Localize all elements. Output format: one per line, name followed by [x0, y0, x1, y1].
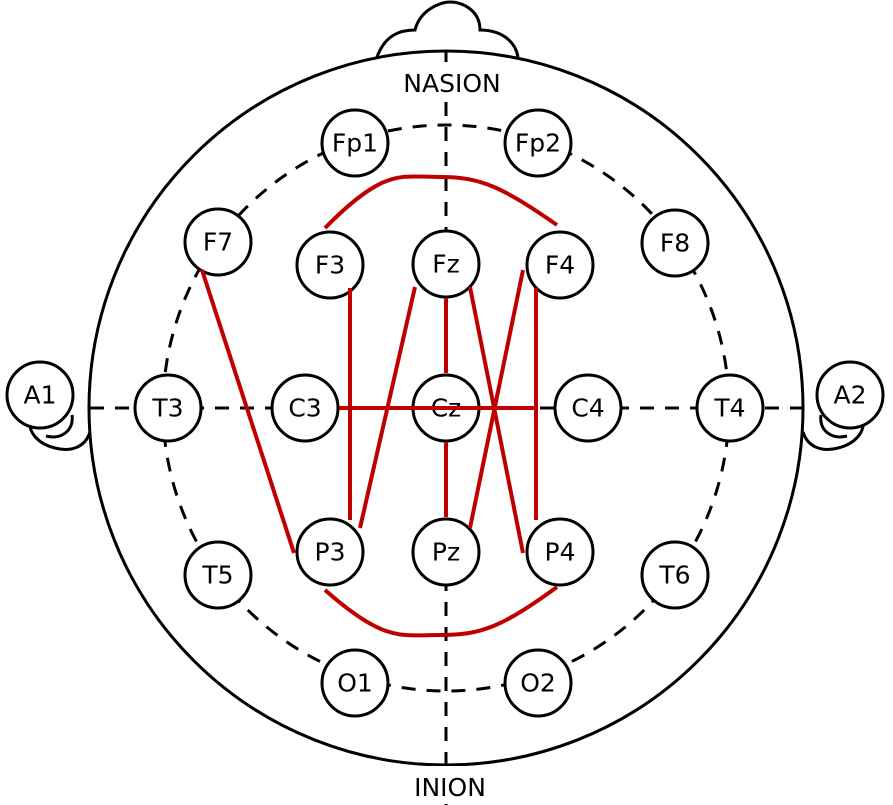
nasion-label: NASION — [403, 69, 500, 98]
electrode-circle — [270, 373, 340, 443]
electrode-circle — [320, 108, 390, 178]
electrode-label: F8 — [660, 229, 690, 258]
electrode-circle — [815, 360, 885, 430]
electrode-f8: F8 — [640, 208, 710, 278]
electrode-circle — [183, 540, 253, 610]
electrode-label: T4 — [713, 394, 745, 423]
electrode-o2: O2 — [503, 648, 573, 718]
electrode-label: F7 — [203, 228, 233, 257]
electrode-circle — [411, 229, 481, 299]
electrode-circle — [133, 373, 203, 443]
electrode-label: O2 — [520, 669, 556, 698]
electrode-circle — [640, 540, 710, 610]
electrode-label: Fp2 — [515, 129, 561, 158]
electrode-circle — [553, 373, 623, 443]
electrode-f3: F3 — [295, 230, 365, 300]
electrode-fz: Fz — [411, 229, 481, 299]
electrode-label: Fp1 — [332, 129, 378, 158]
electrode-circle — [503, 108, 573, 178]
electrode-label: T6 — [658, 561, 690, 590]
electrode-circle — [695, 373, 765, 443]
electrode-circle — [640, 208, 710, 278]
electrode-circle — [503, 648, 573, 718]
electrode-label: T3 — [151, 394, 183, 423]
connection-f7-p3 — [200, 269, 296, 554]
electrode-circle — [5, 360, 75, 430]
electrode-label: A1 — [23, 381, 56, 410]
electrode-f4: F4 — [525, 230, 595, 300]
electrode-circle — [320, 648, 390, 718]
inion-label: INION — [414, 773, 486, 802]
electrode-circle — [295, 517, 365, 587]
electrode-label: F3 — [315, 251, 345, 280]
electrode-f7: F7 — [183, 207, 253, 277]
electrode-circle — [295, 230, 365, 300]
electrode-c4: C4 — [553, 373, 623, 443]
nose-shape — [375, 0, 520, 58]
electrode-label: O1 — [337, 669, 373, 698]
electrode-label: P3 — [315, 538, 346, 567]
electrode-o1: O1 — [320, 648, 390, 718]
connection-p3-p4 — [323, 585, 559, 638]
electrode-t3: T3 — [133, 373, 203, 443]
electrode-label: Pz — [432, 538, 460, 567]
electrode-label: C3 — [288, 394, 321, 423]
connection-fz-p4 — [468, 286, 525, 554]
electrode-a2: A2 — [815, 360, 885, 430]
connection-f3-f4 — [323, 174, 559, 230]
electrode-p3: P3 — [295, 517, 365, 587]
electrode-label: A2 — [833, 381, 866, 410]
left-ear — [28, 414, 92, 451]
electrode-fp1: Fp1 — [320, 108, 390, 178]
electrode-t5: T5 — [183, 540, 253, 610]
electrode-circle — [525, 230, 595, 300]
electrode-a1: A1 — [5, 360, 75, 430]
electrode-t6: T6 — [640, 540, 710, 610]
electrode-circle — [183, 207, 253, 277]
electrode-circle — [525, 517, 595, 587]
electrode-pz: Pz — [411, 517, 481, 587]
electrode-c3: C3 — [270, 373, 340, 443]
electrode-fp2: Fp2 — [503, 108, 573, 178]
right-ear — [801, 414, 865, 451]
electrode-label: T5 — [201, 561, 233, 590]
electrode-circle — [411, 517, 481, 587]
electrode-t4: T4 — [695, 373, 765, 443]
electrode-label: F4 — [545, 251, 575, 280]
electrode-label: C4 — [571, 394, 604, 423]
electrode-label: Fz — [432, 250, 460, 279]
electrode-label: P4 — [545, 538, 576, 567]
electrode-p4: P4 — [525, 517, 595, 587]
connection-f4-pz — [468, 269, 525, 529]
